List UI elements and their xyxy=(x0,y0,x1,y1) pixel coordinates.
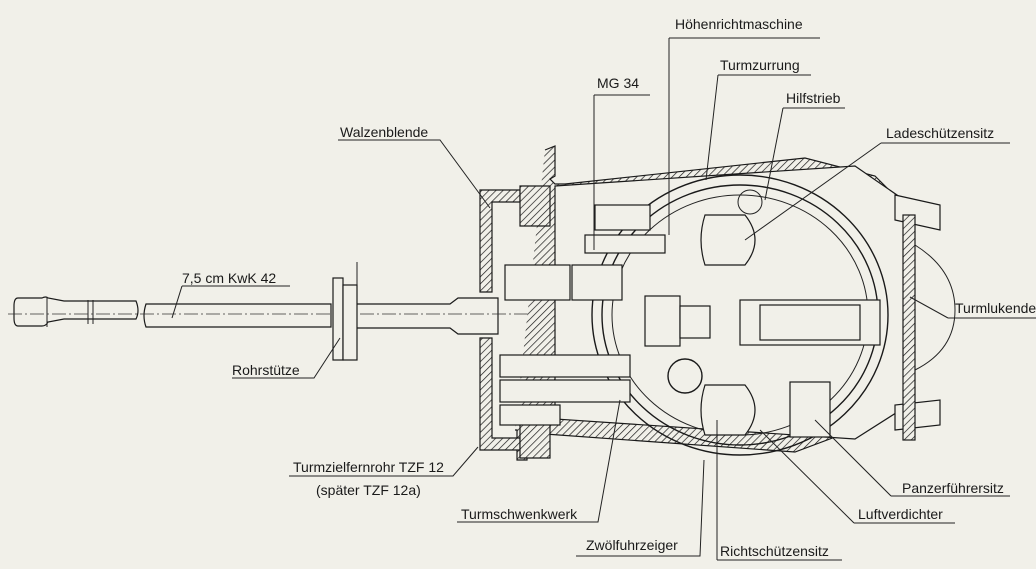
label-gun: 7,5 cm KwK 42 xyxy=(182,270,277,286)
leader-lines xyxy=(171,37,1036,561)
label-clock: Zwölfuhrzeiger xyxy=(586,537,678,553)
label-commander-seat: Panzerführersitz xyxy=(902,480,1004,496)
label-muzzle-support: Rohrstütze xyxy=(232,362,300,378)
gun-barrel xyxy=(8,296,900,335)
label-sight-later: (später TZF 12a) xyxy=(316,482,421,498)
label-turret-lock: Turmzurrung xyxy=(720,57,800,73)
muzzle-support xyxy=(332,262,358,361)
label-aux-drive: Hilfstrieb xyxy=(786,90,841,106)
mantlet xyxy=(479,185,551,459)
label-sight: Turmzielfernrohr TZF 12 xyxy=(293,459,444,475)
label-mantlet: Walzenblende xyxy=(340,124,429,140)
label-hatch: Turmlukendeckel xyxy=(955,300,1036,316)
label-gunner-seat: Richtschützensitz xyxy=(720,543,829,559)
label-mg: MG 34 xyxy=(597,75,640,91)
label-elevation: Höhenrichtmaschine xyxy=(675,16,803,32)
label-loader-seat: Ladeschützensitz xyxy=(886,125,995,141)
gun-breech xyxy=(499,204,881,426)
label-traverse: Turmschwenkwerk xyxy=(461,506,578,522)
label-compressor: Luftverdichter xyxy=(858,506,943,522)
